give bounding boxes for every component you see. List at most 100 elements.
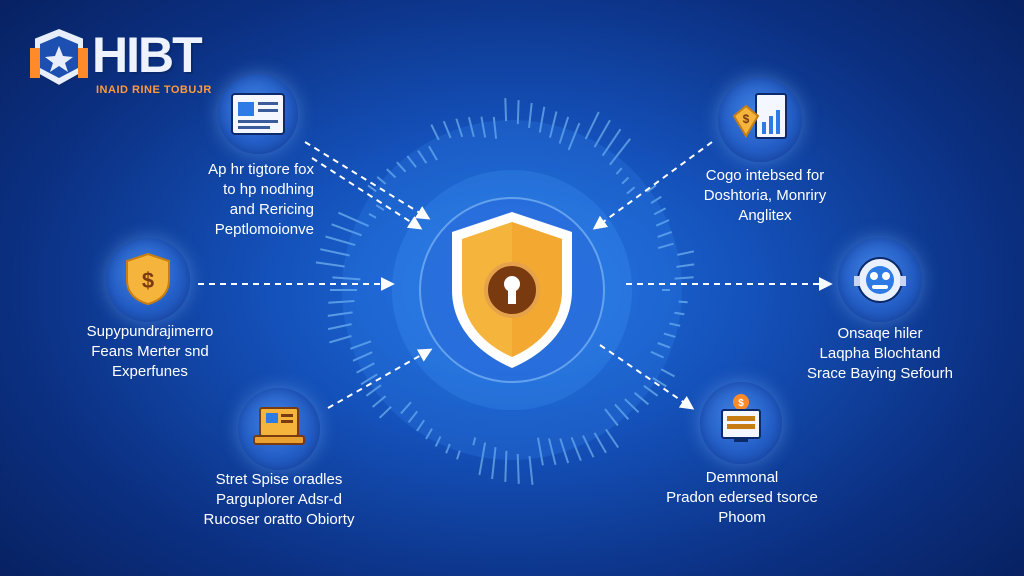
burst-line	[480, 116, 487, 138]
burst-line	[674, 311, 685, 316]
brand-name: HIBT	[92, 27, 203, 83]
feature-mid-left-line-3: Experfunes	[112, 363, 188, 380]
analytics-icon: $	[732, 93, 787, 139]
burst-line	[657, 230, 673, 238]
arrow-bottom-right	[599, 344, 695, 410]
feature-top-right-line-2: Doshtoria, Monriry	[703, 187, 827, 204]
burst-line	[320, 248, 350, 257]
burst-line	[567, 122, 581, 151]
burst-line	[537, 437, 544, 466]
burst-line	[442, 120, 452, 139]
burst-line	[417, 150, 428, 164]
burst-line	[669, 322, 681, 327]
burst-line	[657, 342, 671, 349]
burst-line	[652, 377, 667, 388]
burst-line	[614, 403, 630, 420]
burst-line	[455, 118, 464, 138]
feature-top-left-line-1: Ap hr tigtore fox	[208, 161, 314, 178]
burst-line	[538, 106, 546, 133]
burst-line	[360, 373, 378, 386]
burst-line	[365, 384, 382, 397]
burst-line	[315, 261, 345, 268]
burst-line	[655, 219, 670, 227]
burst-line	[676, 263, 695, 268]
feature-top-right-line-1: Cogo intebsed for	[705, 167, 825, 184]
robot-icon	[854, 257, 906, 303]
burst-line	[434, 436, 442, 447]
burst-line	[650, 350, 665, 359]
burst-line	[425, 428, 433, 440]
burst-line	[660, 368, 675, 378]
burst-line	[478, 442, 487, 476]
feature-bottom-right-line-2: Pradon edersed tsorce	[666, 489, 818, 506]
burst-line	[396, 161, 407, 173]
burst-line	[371, 395, 387, 408]
feature-top-left-line-2: to hp nodhing	[223, 181, 314, 198]
feature-bottom-left-line-1: Stret Spise oradles	[215, 471, 343, 488]
brand-tagline: INAID RINE TOBUJR	[96, 84, 212, 96]
feature-top-right-line-3: Anglitex	[738, 207, 792, 224]
dollar-shield-icon: $	[126, 252, 170, 306]
logo-emblem-icon	[30, 28, 88, 88]
burst-line	[621, 176, 630, 185]
burst-line	[605, 428, 620, 449]
burst-line	[407, 410, 418, 424]
burst-line	[570, 437, 582, 461]
burst-line	[329, 335, 352, 344]
burst-line	[325, 235, 356, 247]
burst-line	[626, 186, 636, 195]
arrow-top-left	[304, 141, 431, 220]
burst-line	[337, 211, 370, 228]
burst-line	[328, 300, 355, 304]
burst-line	[650, 195, 662, 204]
burst-line	[653, 207, 667, 216]
feature-bottom-right-line-3: Phoom	[718, 509, 766, 526]
burst-line	[376, 176, 387, 185]
feature-mid-left-line-2: Feans Merter snd	[91, 343, 209, 360]
monitor-icon: $	[721, 394, 761, 442]
svg-text:$: $	[142, 268, 154, 293]
burst-line	[491, 446, 497, 480]
burst-line	[558, 116, 570, 144]
burst-line	[646, 184, 657, 193]
burst-line	[430, 124, 440, 141]
feature-mid-right-line-1: Onsaqe hiler	[837, 325, 923, 342]
arrow-top-left-2	[311, 157, 423, 230]
burst-line	[504, 450, 508, 482]
feature-bottom-right-line-1: Demmonal	[705, 469, 779, 486]
burst-line	[331, 223, 362, 237]
burst-line	[504, 98, 508, 122]
burst-line	[416, 419, 426, 432]
burst-line	[528, 455, 534, 486]
burst-line	[582, 435, 595, 458]
feature-bottom-left-line-2: Parguplorer Adsr-d	[216, 491, 342, 508]
burst-line	[332, 276, 361, 281]
burst-line	[663, 332, 676, 338]
brand-logo: HIBT INAID RINE TOBUJR	[28, 22, 248, 102]
burst-line	[352, 351, 373, 362]
burst-line	[609, 138, 631, 166]
burst-line	[327, 323, 352, 331]
feature-bottom-left-line-3: Rucoser oratto Obiorty	[203, 511, 355, 528]
burst-line	[633, 392, 650, 406]
burst-line	[516, 453, 520, 484]
burst-line	[516, 100, 520, 125]
svg-text:$: $	[743, 112, 750, 126]
arrow-top-right	[592, 141, 713, 230]
burst-line	[492, 116, 498, 139]
burst-line	[356, 362, 375, 374]
burst-line	[472, 437, 477, 446]
burst-line	[375, 204, 385, 211]
burst-line	[367, 184, 377, 193]
burst-line	[456, 450, 461, 460]
feature-top-left-line-4: Peptlomoionve	[214, 221, 314, 238]
burst-line	[400, 401, 412, 415]
burst-line	[643, 384, 659, 397]
burst-line	[445, 443, 451, 454]
burst-line	[428, 145, 438, 161]
burst-line	[548, 438, 557, 465]
burst-line	[386, 168, 397, 179]
burst-line	[674, 276, 694, 280]
burst-line	[528, 102, 533, 129]
burst-line	[406, 155, 417, 168]
